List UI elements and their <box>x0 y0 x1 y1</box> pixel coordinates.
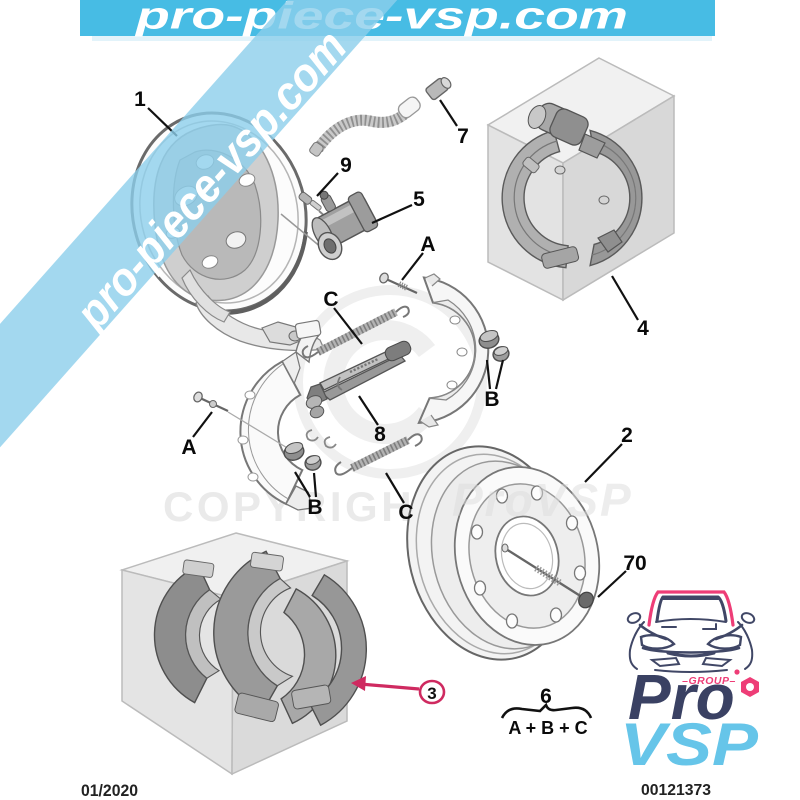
svg-text:70: 70 <box>623 552 646 575</box>
svg-text:7: 7 <box>457 125 469 148</box>
svg-text:1: 1 <box>134 88 146 111</box>
svg-text:B: B <box>307 496 322 519</box>
svg-text:01/2020: 01/2020 <box>81 781 138 800</box>
svg-text:A + B + C: A + B + C <box>508 718 587 738</box>
svg-text:8: 8 <box>374 423 386 446</box>
svg-text:00121373: 00121373 <box>641 782 711 799</box>
svg-text:5: 5 <box>413 188 425 211</box>
svg-text:ProVSP: ProVSP <box>452 474 633 526</box>
svg-text:–GROUP–: –GROUP– <box>682 675 736 687</box>
svg-text:B: B <box>484 388 499 411</box>
svg-text:9: 9 <box>340 154 352 177</box>
svg-text:6: 6 <box>540 685 552 708</box>
svg-text:C: C <box>323 288 338 311</box>
svg-text:VSP: VSP <box>620 711 759 778</box>
svg-text:A: A <box>420 233 435 256</box>
svg-text:C: C <box>398 501 413 524</box>
svg-text:2: 2 <box>621 424 633 447</box>
svg-text:A: A <box>181 436 196 459</box>
svg-text:Pro: Pro <box>628 661 735 733</box>
svg-text:3: 3 <box>427 684 436 703</box>
svg-text:4: 4 <box>637 317 649 340</box>
